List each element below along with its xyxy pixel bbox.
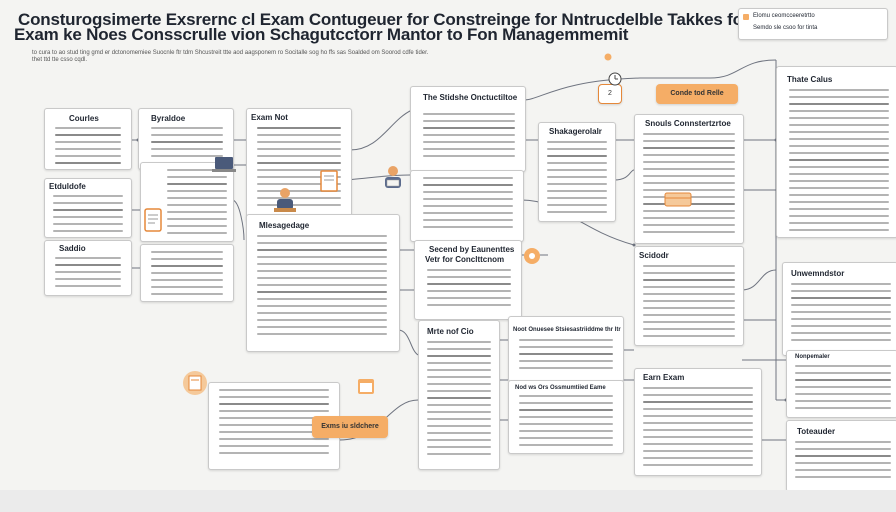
card-unwendstor-title: Unwemndstor xyxy=(791,269,845,278)
card-thate-calus[interactable]: Thate Calus xyxy=(776,66,896,238)
orange-dot-icon xyxy=(604,48,612,61)
card-saddio-title: Saddio xyxy=(59,244,86,253)
card-nod-ws[interactable]: Nod ws Ors Ossmumtiied Eame xyxy=(508,380,624,454)
card-stidshe-lower[interactable] xyxy=(410,170,524,242)
card-scidodr[interactable]: Scidodr xyxy=(634,246,744,346)
note-top-right-line2: Semdo sle csoo for tinta xyxy=(753,25,818,31)
card-scheduler[interactable]: Shakagerolalr xyxy=(538,122,616,222)
card-nonpemaler-title: Nonpemaler xyxy=(795,354,830,360)
card-etduldofe[interactable]: Etduldofe xyxy=(44,178,132,238)
calendar-small-icon xyxy=(356,376,376,396)
subtitle-line2: thet ttd tte csso cqdl. xyxy=(32,57,88,63)
card-saddio[interactable]: Saddio xyxy=(44,240,132,296)
card-stidshe-title: The Stidshe Onctuctiltoe xyxy=(423,93,518,102)
card-toteauder-title: Toteauder xyxy=(797,427,836,436)
card-left-lower[interactable] xyxy=(140,244,234,302)
card-etduldofe-title: Etduldofe xyxy=(49,182,86,191)
card-course-title: Courles xyxy=(69,114,99,123)
card-noof-title: Noot Onuesee Stsiesastriiddme thr ltr xyxy=(513,327,621,333)
pill-conde[interactable]: Conde tod Relle xyxy=(656,84,738,104)
card-course[interactable]: Courles xyxy=(44,108,132,170)
laptop-icon xyxy=(212,156,236,174)
card-exam-not-title: Exam Not xyxy=(251,113,288,122)
card-second[interactable]: Secend by Eaunenttes Vetr for Conclttcno… xyxy=(414,240,522,320)
person-reading-icon xyxy=(380,164,406,192)
card-toteauder[interactable]: Toteauder xyxy=(786,420,896,492)
pill-exam-sicher[interactable]: Exms iu sldchere xyxy=(312,416,388,438)
card-scheduler-title: Shakagerolalr xyxy=(549,127,602,136)
clock-icon xyxy=(608,72,622,86)
pill-number[interactable]: 2 xyxy=(598,84,622,104)
card-stidshe[interactable]: The Stidshe Onctuctiltoe xyxy=(410,86,526,172)
note-top-right[interactable]: Elomu ceomcceeretrtto Semdo sle csoo for… xyxy=(738,8,888,40)
document-icon xyxy=(320,170,338,192)
calendar-icon xyxy=(182,370,208,396)
card-message-title: Mlesagedage xyxy=(259,221,310,230)
page-title: Consturogsimerte Exsrernc cl Exam Contug… xyxy=(18,10,825,29)
card-exam-not[interactable]: Exam Not xyxy=(246,108,352,222)
person-at-desk-icon xyxy=(272,186,298,214)
tablet-icon xyxy=(144,208,162,232)
card-thate-calus-title: Thate Calus xyxy=(787,75,833,84)
card-snouls-title: Snouls Connstertzrtoe xyxy=(645,119,731,128)
subtitle: to cura to ao stud ting gmd er dctonomem… xyxy=(32,50,429,56)
card-recof-title: Mrte nof Cio xyxy=(427,327,474,336)
card-recof[interactable]: Mrte nof Cio xyxy=(418,320,500,470)
card-nonpemaler[interactable]: Nonpemaler xyxy=(786,350,896,418)
note-top-right-line1: Elomu ceomcceeretrtto xyxy=(753,13,815,19)
card-scidodr-title: Scidodr xyxy=(639,251,669,260)
page-title-line2: Exam ke Noes Consscrulle vion Schagutcct… xyxy=(14,25,629,44)
card-unwendstor[interactable]: Unwemndstor xyxy=(782,262,896,356)
card-lower-left[interactable] xyxy=(208,382,340,470)
gear-icon xyxy=(522,246,542,266)
card-message[interactable]: Mlesagedage xyxy=(246,214,400,352)
card-nod-ws-title: Nod ws Ors Ossmumtiied Eame xyxy=(515,385,606,391)
card-second-title: Secend by Eaunenttes xyxy=(429,245,515,254)
card-earn-exam-title: Earn Exam xyxy=(643,373,685,382)
card-noof[interactable]: Noot Onuesee Stsiesastriiddme thr ltr xyxy=(508,316,624,382)
card-earn-exam[interactable]: Earn Exam xyxy=(634,368,762,476)
footer-bar xyxy=(0,490,896,512)
card-byraldoe-title: Byraldoe xyxy=(151,114,186,123)
card-snouls[interactable]: Snouls Connstertzrtoe xyxy=(634,114,744,244)
card-second-subtitle: Vetr for Conclttcnom xyxy=(425,255,505,264)
box-icon xyxy=(664,190,692,208)
